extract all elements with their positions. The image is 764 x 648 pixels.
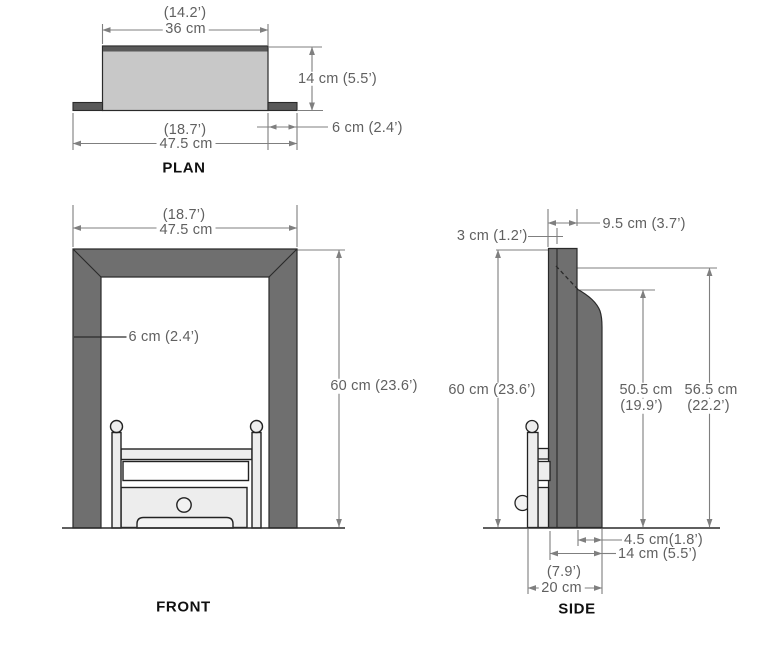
basket-finial-right [249,419,264,434]
side-dim-h1-inches: (19.9’) [617,399,666,414]
side-dim-top-depth: 9.5 cm (3.7’) [602,215,686,232]
side-caption: SIDE [558,600,596,617]
basket-post-left [111,431,122,529]
front-mitre-right [268,248,298,278]
side-dim-height: 60 cm (23.6’) [445,383,539,398]
plan-flange-right [267,101,298,112]
plan-dim-width-inner-inches: (14.2’) [163,4,207,21]
front-dim-frame-thickness: 6 cm (2.4’) [128,328,200,345]
front-mitre-left [72,248,102,278]
basket-slot-side [537,460,551,482]
basket-knob [176,497,192,513]
plan-view [72,24,328,150]
basket-top-rail [120,448,253,461]
front-view [62,205,345,529]
side-dim-h2-inches: (22.2’) [684,399,733,414]
basket-rail-side [537,447,550,460]
plan-dim-depth: 14 cm (5.5’) [295,71,380,86]
plan-6cm-arrow-right [288,124,297,130]
basket-base-plate [136,516,234,529]
basket-post-side [526,431,539,529]
front-dim-height: 60 cm (23.6’) [327,379,421,394]
side-dim-plate: 3 cm (1.2’) [456,227,528,244]
plan-caption: PLAN [162,159,206,176]
front-dim-width-cm: 47.5 cm [156,222,216,237]
side-dim-d3-cm: 20 cm [538,581,585,596]
plan-dim-width-outer-cm: 47.5 cm [156,137,216,152]
plan-firebox-back-edge [103,46,268,52]
side-dim-d2: 14 cm (5.5’) [618,545,697,562]
plan-flange-left [72,101,104,112]
side-fire-basket [514,419,551,529]
side-dim-h1-cm: 50.5 cm [616,383,676,398]
side-view [483,209,720,594]
plan-6cm-arrow-left [268,124,277,130]
front-frame [72,248,298,529]
plan-dim-flange: 6 cm (2.4’) [332,119,403,136]
side-hidden-mitre-dashed-line [555,265,579,290]
plan-firebox [101,45,269,112]
basket-finial-side [525,419,539,434]
side-dim-d1: 4.5 cm(1.8’) [624,531,703,548]
side-dim-h2-cm: 56.5 cm [681,383,741,398]
basket-ashpan-side [537,486,550,529]
plan-dim-width-inner-cm: 36 cm [162,22,209,37]
plan-dim-width-outer-inches: (18.7’) [163,121,207,138]
front-fire-basket [109,419,264,529]
basket-post-right [251,431,262,529]
front-dim-width-inches: (18.7’) [162,206,206,223]
side-frame-profile [547,247,603,529]
basket-slot [122,460,250,482]
basket-finial-left [109,419,124,434]
side-dim-d3-inches: (7.9’) [546,563,582,580]
front-caption: FRONT [156,598,211,615]
